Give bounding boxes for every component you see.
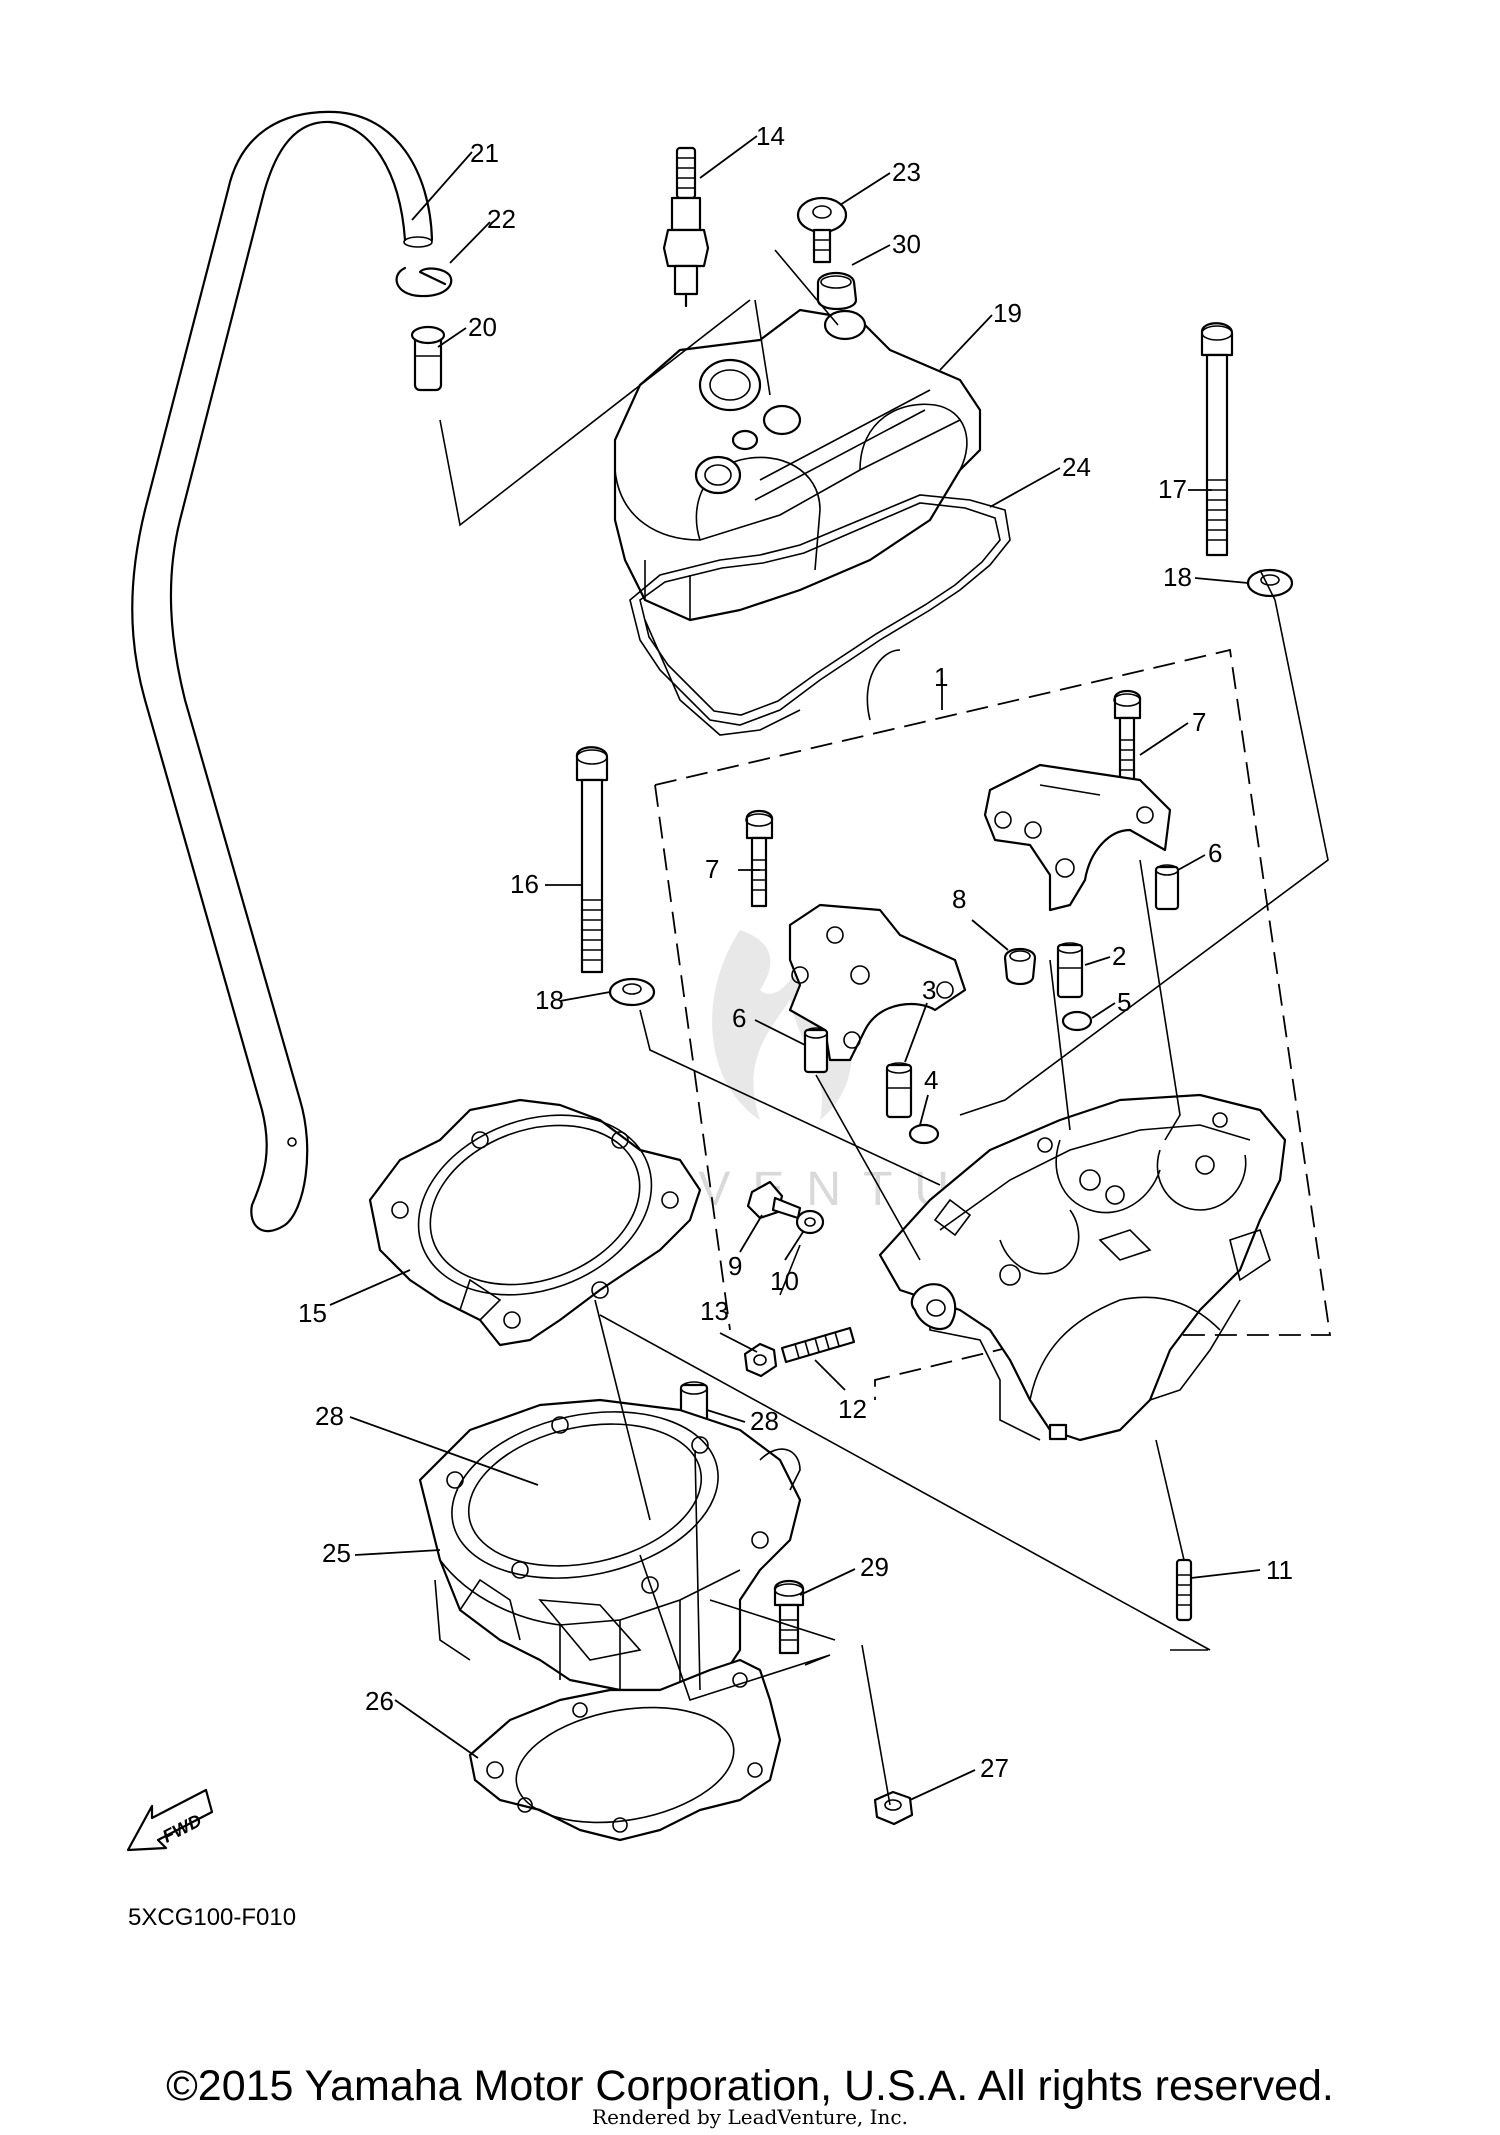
breather-hose — [131, 110, 434, 1233]
drawing-code: 5XCG100-F010 — [128, 1904, 296, 1931]
camshaft-cap-bolt-upper — [1113, 689, 1142, 788]
cylinder — [418, 1398, 802, 1692]
cover-gasket — [629, 494, 1011, 736]
callout-28-right: 28 — [750, 1406, 779, 1436]
long-bolt-17 — [1200, 322, 1234, 557]
cover-bolt — [796, 196, 848, 264]
hose-clip — [395, 266, 453, 298]
stud-12 — [780, 1326, 856, 1364]
callout-3: 3 — [922, 975, 936, 1005]
cylinder-base-gasket — [468, 1658, 782, 1842]
callout-5: 5 — [1117, 987, 1131, 1017]
callout-13: 13 — [700, 1296, 729, 1326]
callout-30: 30 — [892, 229, 921, 259]
callout-6-right: 6 — [1208, 838, 1222, 868]
washer-10 — [795, 1209, 825, 1235]
callout-28-left: 28 — [315, 1401, 344, 1431]
o-ring-5 — [1061, 1010, 1093, 1032]
callout-1: 1 — [934, 662, 948, 692]
callout-labels: 21 22 20 14 23 30 19 24 17 18 1 7 6 7 16… — [298, 121, 1293, 1783]
callout-21: 21 — [470, 138, 499, 168]
cylinder-head — [878, 1093, 1287, 1442]
callout-24: 24 — [1062, 452, 1091, 482]
callout-7-right: 7 — [1192, 707, 1206, 737]
callout-23: 23 — [892, 157, 921, 187]
leader-lines — [329, 135, 1261, 1801]
callout-17: 17 — [1158, 474, 1187, 504]
callout-14: 14 — [756, 121, 785, 151]
callout-6-left: 6 — [732, 1003, 746, 1033]
callout-16: 16 — [510, 869, 539, 899]
assembly-boundary — [654, 648, 1332, 1400]
callout-10: 10 — [770, 1266, 799, 1296]
callout-4: 4 — [924, 1065, 938, 1095]
callout-29: 29 — [860, 1552, 889, 1582]
plug — [1003, 947, 1037, 986]
stud-11 — [1175, 1558, 1193, 1622]
rendered-by-notice: Rendered by LeadVenture, Inc. — [592, 2105, 908, 2129]
cylinder-bolt-29 — [773, 1579, 805, 1655]
long-bolt-16 — [575, 746, 609, 974]
grommet — [816, 271, 858, 311]
cylinder-head-cover — [613, 308, 982, 622]
dowel-pin-lower — [803, 1027, 829, 1074]
callout-18-left: 18 — [535, 985, 564, 1015]
bolt-9 — [746, 1180, 802, 1220]
callout-8: 8 — [952, 884, 966, 914]
callout-22: 22 — [487, 204, 516, 234]
callout-18-right: 18 — [1163, 562, 1192, 592]
o-ring-4 — [908, 1123, 940, 1145]
callout-2: 2 — [1112, 941, 1126, 971]
dowel-pin-upper — [1154, 864, 1180, 911]
callout-11: 11 — [1266, 1555, 1293, 1585]
callout-25: 25 — [322, 1538, 351, 1568]
washer-18-right — [1246, 568, 1294, 598]
camshaft-cap-bolt-lower — [745, 809, 774, 908]
callout-27: 27 — [980, 1753, 1009, 1783]
cylinder-head-gasket — [368, 1098, 702, 1347]
callout-7-left: 7 — [705, 854, 719, 884]
stud-2 — [1056, 942, 1084, 999]
copyright-notice: ©2015 Yamaha Motor Corporation, U.S.A. A… — [166, 2062, 1334, 2110]
fwd-arrow-icon: FWD — [126, 1788, 214, 1852]
spark-plug — [662, 146, 710, 308]
callout-12: 12 — [838, 1394, 867, 1424]
stud-3 — [885, 1062, 913, 1119]
alignment-lines — [439, 249, 1329, 1806]
camshaft-cap-upper — [983, 763, 1172, 912]
callout-9: 9 — [728, 1251, 742, 1281]
callout-19: 19 — [993, 298, 1022, 328]
callout-15: 15 — [298, 1298, 327, 1328]
nut-13 — [743, 1342, 778, 1378]
nut-27 — [873, 1790, 914, 1826]
hose-joint — [410, 325, 446, 392]
callout-20: 20 — [468, 312, 497, 342]
callout-26: 26 — [365, 1686, 394, 1716]
fwd-label: FWD — [159, 1810, 205, 1846]
washer-18-left — [608, 977, 656, 1007]
